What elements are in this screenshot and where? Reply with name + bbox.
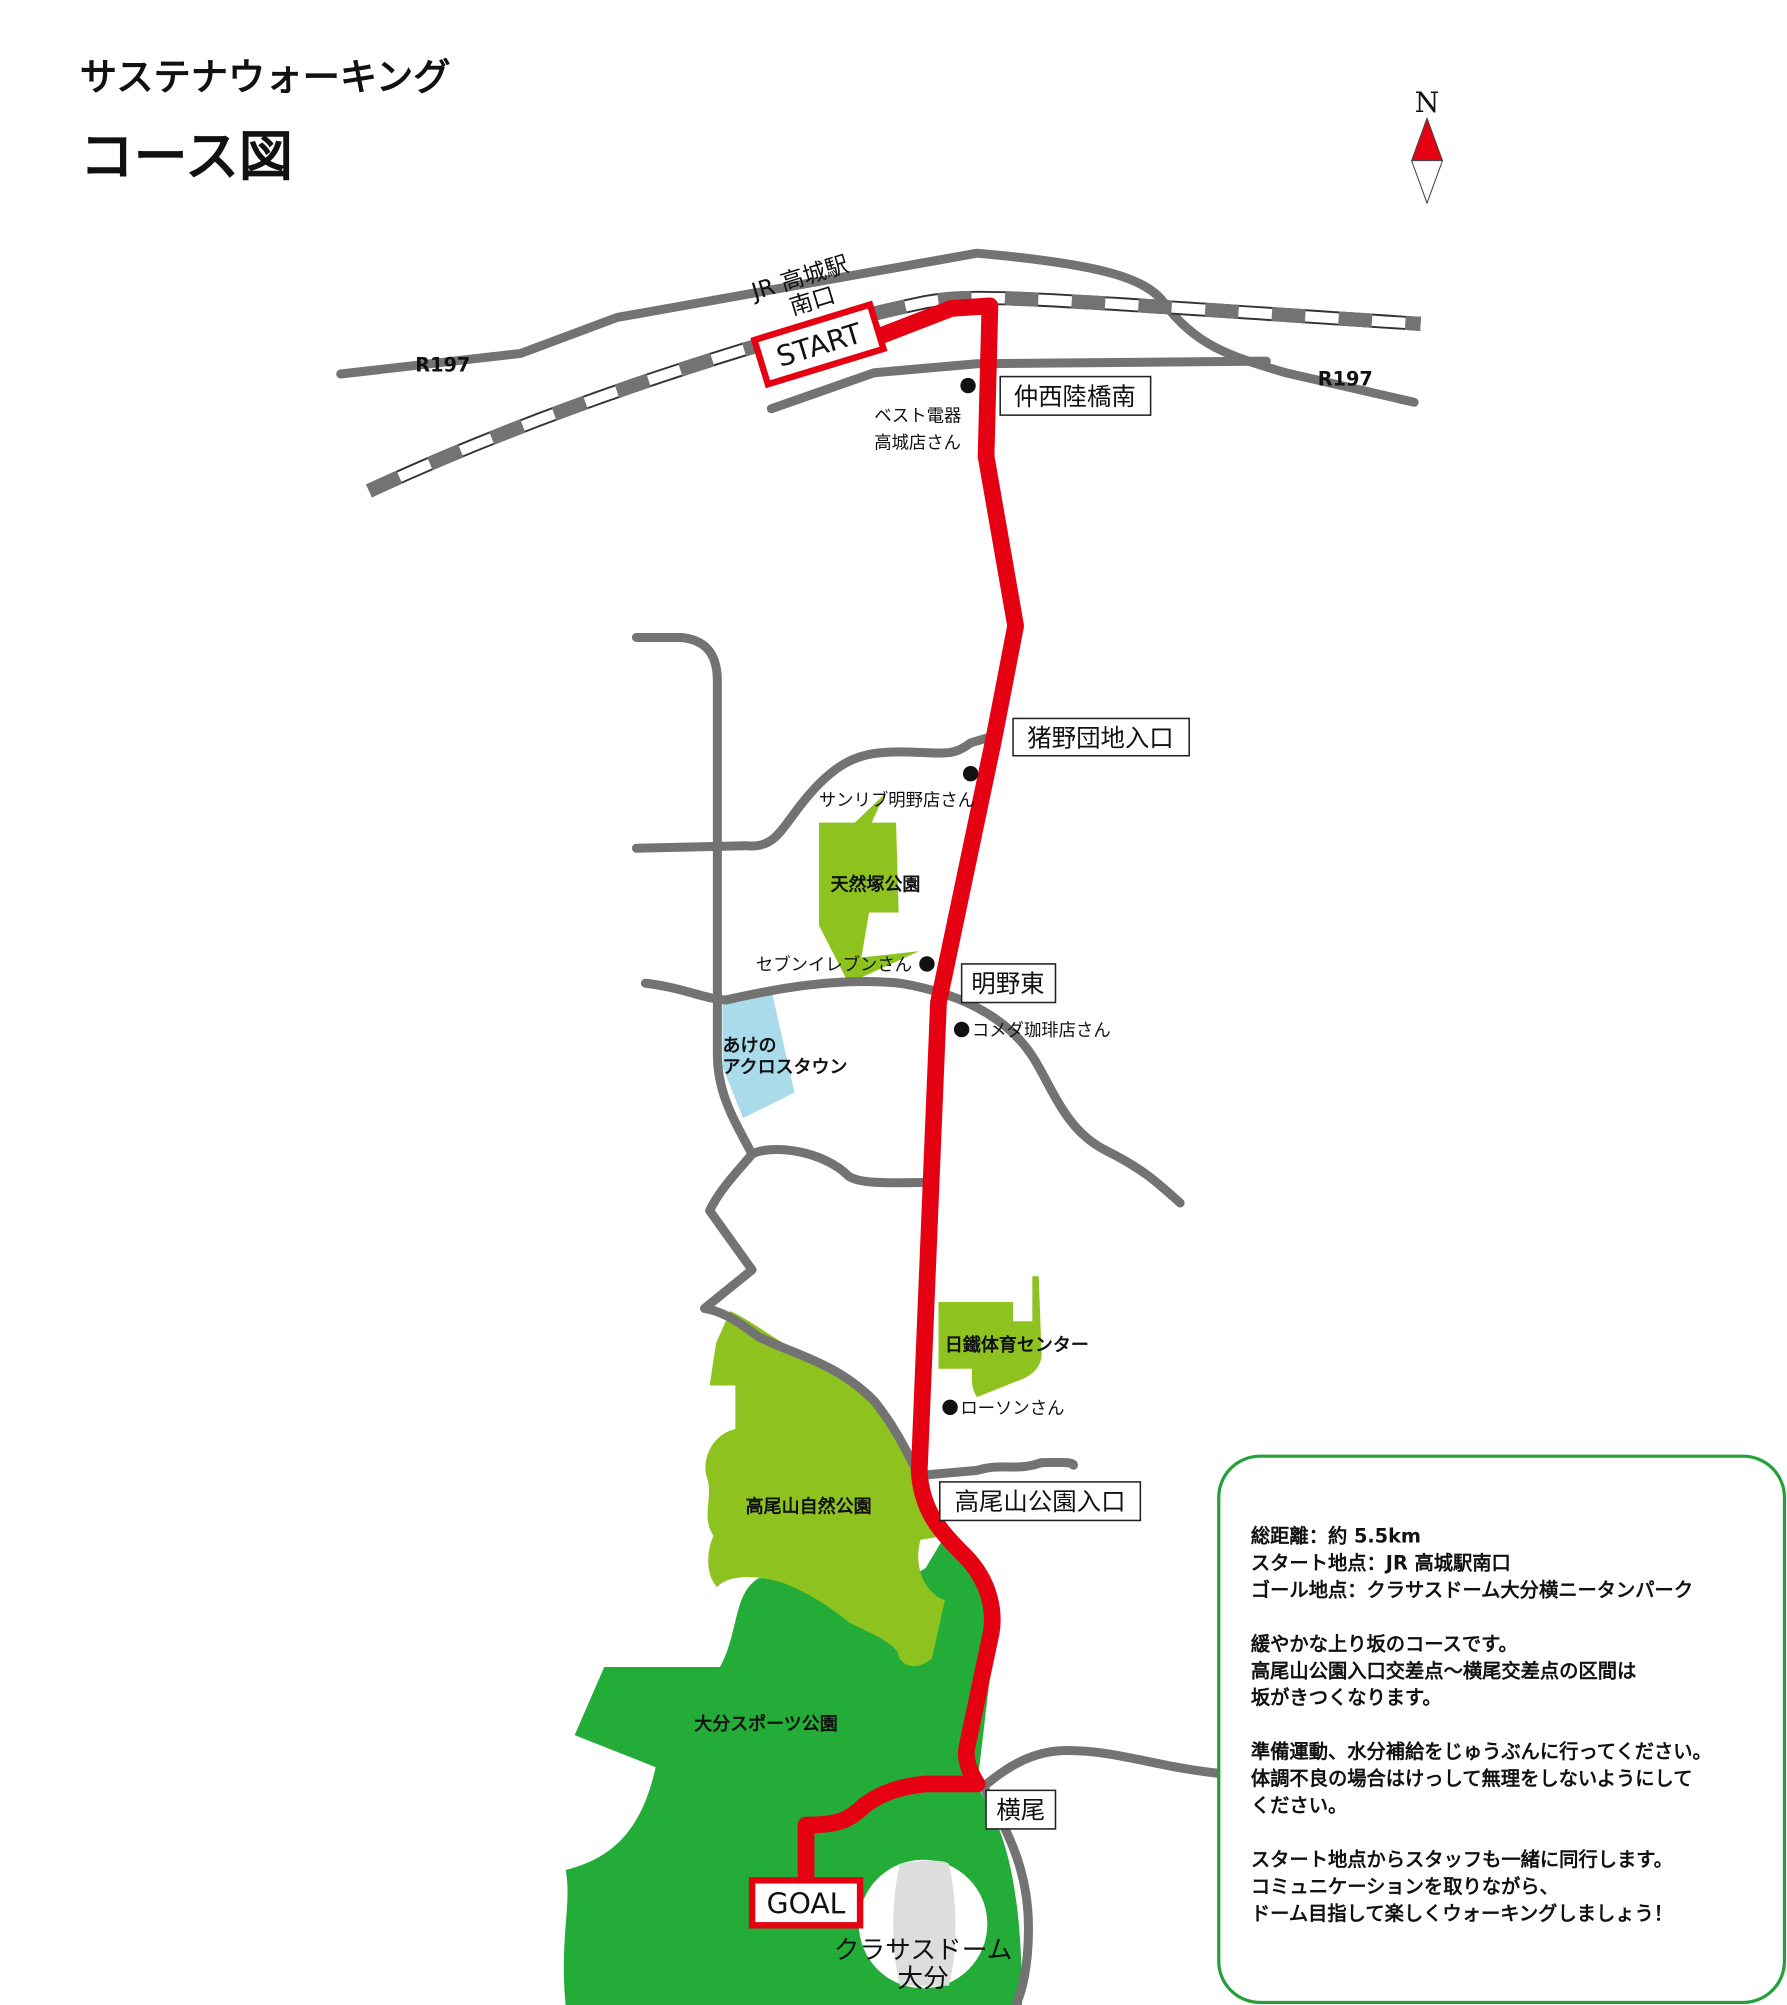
intersection-nakanishi: 仲西陸橋南 (999, 375, 1152, 416)
shop-marker-icons (919, 377, 979, 1416)
shop-best-denki-branch: 高城店さん (874, 434, 961, 454)
label-takaoyama-park: 高尾山自然公園 (746, 1496, 872, 1518)
intersection-takaoyama: 高尾山公園入口 (939, 1481, 1142, 1522)
roads (336, 248, 1419, 2005)
intersection-label: 猪野団地入口 (1027, 724, 1173, 753)
start-marker: START (750, 300, 888, 389)
road-label-r197-right: R197 (1318, 368, 1373, 391)
intersection-label: 横尾 (996, 1796, 1045, 1825)
intersection-yokoo: 横尾 (985, 1789, 1057, 1830)
acro-town-area (722, 989, 795, 1119)
dome-icon (858, 1859, 988, 1989)
info-line: 高尾山公園入口交差点〜横尾交差点の区間は (1251, 1659, 1636, 1682)
label-sports-park: 大分スポーツ公園 (694, 1713, 838, 1735)
label-dome-1: クラサスドーム (834, 1936, 1013, 1966)
info-line: 体調不良の場合はけっして無理をしないようにして (1251, 1767, 1693, 1790)
label-acro-town-1: あけの (723, 1035, 777, 1056)
tenzenzuka-park-area (818, 794, 920, 984)
shop-seven-eleven: セブンイレブンさん (756, 954, 912, 975)
shop-best-denki: ベスト電器 (874, 407, 961, 427)
railway-line (365, 290, 1422, 498)
info-line: ゴール地点：クラサスドーム大分横ニータンパーク (1251, 1578, 1693, 1601)
intersection-label: 高尾山公園入口 (955, 1487, 1126, 1516)
info-line: 準備運動、水分補給をじゅうぶんに行ってください。 (1251, 1740, 1712, 1763)
info-line: スタート地点からスタッフも一緒に同行します。 (1251, 1848, 1673, 1871)
walking-route (797, 297, 1024, 1883)
goal-label: GOAL (767, 1888, 846, 1921)
intersection-label: 仲西陸橋南 (1014, 382, 1136, 411)
intersection-label: 明野東 (971, 969, 1044, 998)
shop-lawson: ローソンさん (960, 1399, 1064, 1419)
label-dome-2: 大分 (897, 1964, 948, 1994)
label-acro-town-2: アクロスタウン (723, 1057, 848, 1078)
shop-sunlive: サンリブ明野店さん (819, 790, 975, 811)
map-subtitle: サステナウォーキング (80, 55, 451, 99)
label-nittetsu-center: 日鐵体育センター (945, 1334, 1089, 1356)
info-line: スタート地点：JR 高城駅南口 (1251, 1551, 1511, 1574)
shop-komeda: コメダ珈琲店さん (972, 1021, 1111, 1041)
map-title: コース図 (80, 125, 293, 188)
info-line: 総距離：約 5.5km (1251, 1524, 1421, 1547)
info-line: コミュニケーションを取りながら、 (1251, 1875, 1559, 1898)
north-arrow-icon: N (1410, 86, 1444, 205)
info-panel: 総距離：約 5.5km スタート地点：JR 高城駅南口 ゴール地点：クラサスドー… (1217, 1454, 1787, 2005)
info-line: ドーム目指して楽しくウォーキングしましょう！ (1251, 1902, 1673, 1925)
label-tenzenzuka-park: 天然塚公園 (831, 874, 921, 896)
info-line: ください。 (1251, 1794, 1347, 1817)
takaoyama-nature-park-area (705, 1310, 945, 1667)
goal-marker: GOAL (748, 1877, 864, 1929)
intersection-akenohigashi: 明野東 (960, 963, 1057, 1004)
intersection-inono: 猪野団地入口 (1012, 717, 1190, 757)
info-line: 坂がきつくなります。 (1251, 1686, 1442, 1709)
info-line: 緩やかな上り坂のコースです。 (1251, 1632, 1518, 1655)
north-label: N (1415, 86, 1440, 119)
nittetsu-center-area (938, 1276, 1042, 1398)
road-label-r197-left: R197 (415, 353, 470, 376)
